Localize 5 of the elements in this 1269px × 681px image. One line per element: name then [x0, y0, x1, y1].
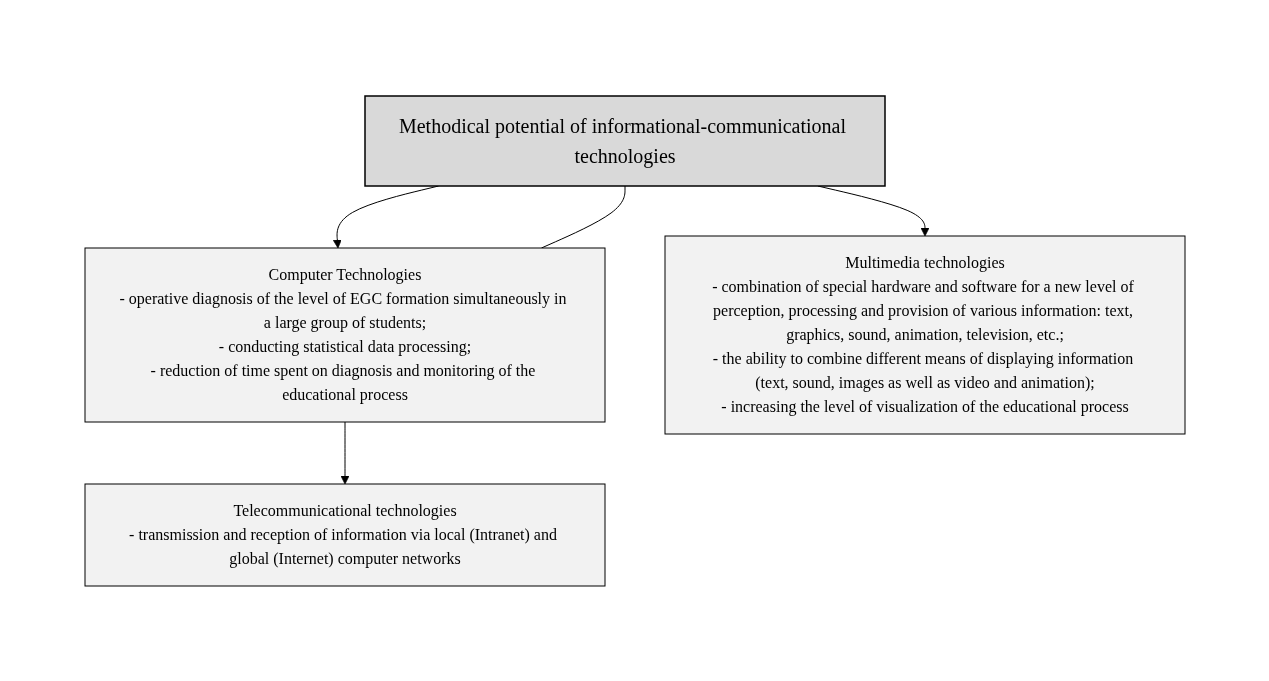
node-box: Telecommunicational technologies - transmission and reception of information via local (Intranet) and global (Internet) computer networks: [84, 483, 605, 586]
node-box: Methodical potential of informational-communicational technologies: [363, 94, 886, 187]
node-box: Multimedia technologies - combination of special hardware and software for a new level of perception, processing and provision of various information: text, graphics, sound, animation, television, etc.; - the ability to combine different means of displaying information (text, sound, images as well as video and animation); - increasing the level of visualization of the educational process: [664, 235, 1185, 434]
arrow: [340, 421, 349, 484]
node-box: Computer Technologies - operative diagnosis of the level of EGC formation simultaneously in a large group of students; - conducting statistical data processing; - reduction of time spent on diagnosis and monitoring of the educational process: [84, 247, 605, 422]
